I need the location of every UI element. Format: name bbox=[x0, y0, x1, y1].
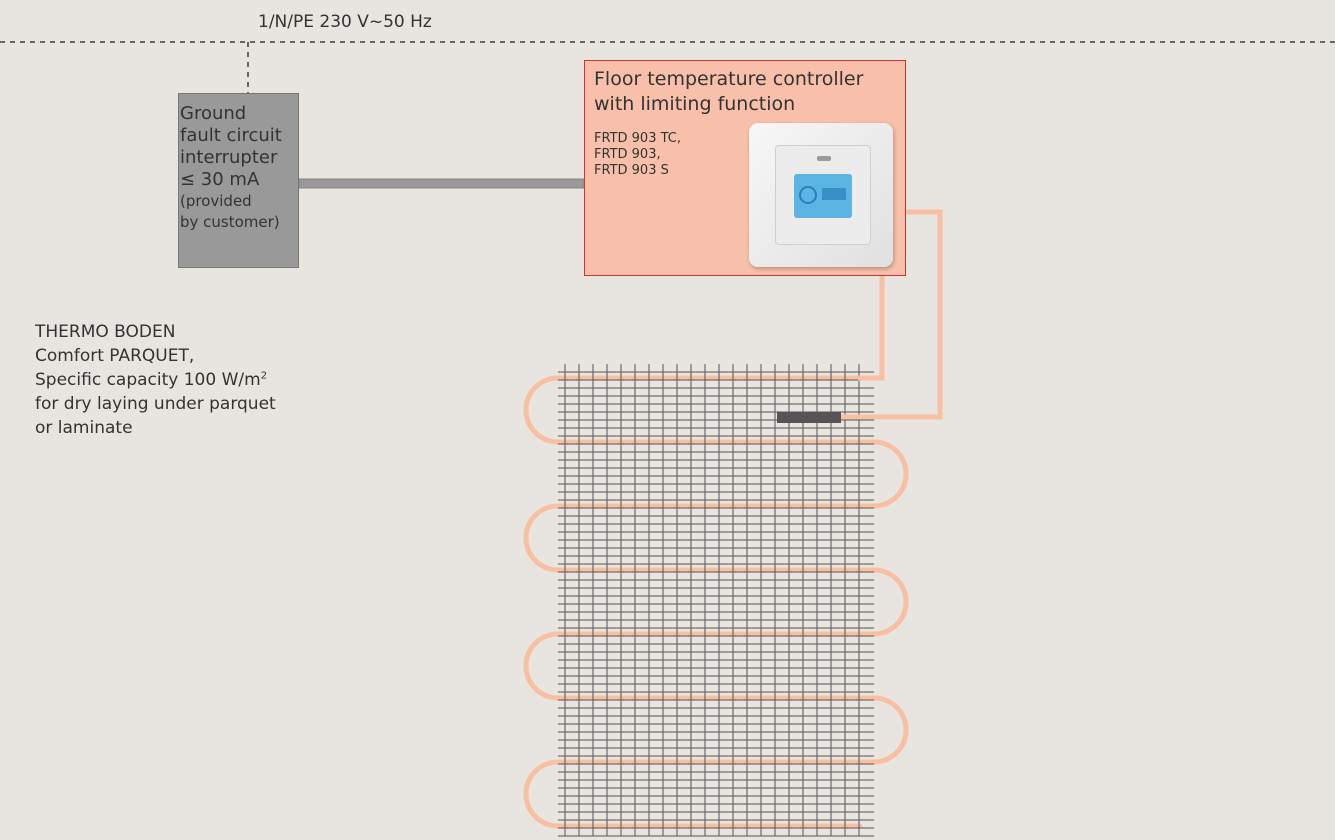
cold-lead-cable bbox=[858, 276, 885, 381]
product-description: THERMO BODEN Comfort PARQUET, Specific c… bbox=[35, 320, 276, 440]
thermostat-logo bbox=[817, 156, 831, 161]
controller-model: FRTD 903 TC, bbox=[594, 131, 681, 146]
sensor-lead-cable bbox=[840, 209, 943, 420]
controller-model: FRTD 903, bbox=[594, 147, 661, 162]
supply-voltage-label: 1/N/PE 230 V~50 Hz bbox=[258, 12, 432, 32]
display-digits bbox=[822, 188, 846, 200]
product-variant: Comfort PARQUET, bbox=[35, 346, 195, 366]
product-usage: or laminate bbox=[35, 418, 133, 438]
product-capacity: Specific capacity 100 W/m2 bbox=[35, 370, 268, 390]
gfci-label-line: Ground bbox=[180, 103, 247, 124]
heating-cable bbox=[523, 375, 909, 829]
gfci-note-line: by customer) bbox=[180, 213, 280, 231]
controller-model-list: FRTD 903 TC, FRTD 903, FRTD 903 S bbox=[594, 131, 681, 179]
thermostat-image bbox=[749, 123, 893, 267]
gfci-label-line: fault circuit bbox=[180, 125, 282, 146]
controller-subtitle: with limiting function bbox=[594, 93, 796, 115]
superscript-two: 2 bbox=[260, 370, 268, 382]
heating-mat bbox=[523, 364, 909, 837]
controller-title: Floor temperature controller bbox=[594, 68, 864, 90]
product-name: THERMO BODEN bbox=[35, 322, 176, 342]
controller-model: FRTD 903 S bbox=[594, 163, 669, 178]
gfci-label-line: interrupter bbox=[180, 147, 278, 168]
gfci-controller-wire bbox=[298, 178, 585, 189]
gfci-rating: ≤ 30 mA bbox=[180, 169, 260, 190]
thermostat-display bbox=[794, 174, 852, 218]
clock-icon bbox=[799, 186, 817, 204]
ground-fault-circuit-interrupter: Ground fault circuit interrupter ≤ 30 mA… bbox=[178, 93, 299, 268]
floor-temperature-controller: Floor temperature controller with limiti… bbox=[584, 60, 906, 276]
thermostat-faceplate bbox=[775, 145, 871, 245]
product-usage: for dry laying under parquet bbox=[35, 394, 276, 414]
gfci-note-line: (provided bbox=[180, 192, 252, 210]
floor-sensor bbox=[777, 412, 841, 423]
